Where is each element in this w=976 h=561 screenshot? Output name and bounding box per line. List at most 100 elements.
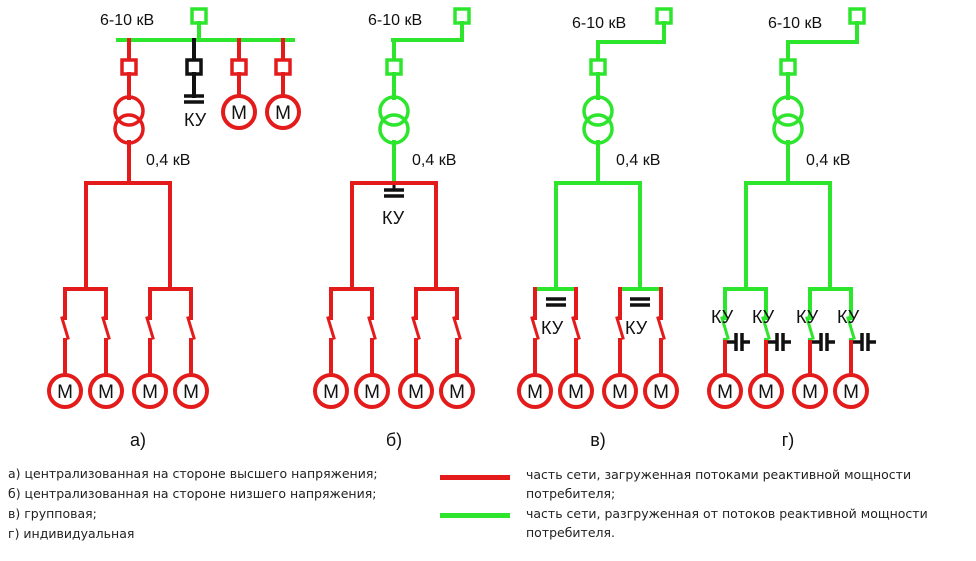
- hv-label: 6-10 кВ: [572, 15, 626, 32]
- motor-label: М: [758, 382, 774, 403]
- motor-circle: [265, 94, 301, 130]
- ku-label: КУ: [541, 318, 564, 338]
- motor-circle: [88, 373, 124, 409]
- motor-label: М: [323, 382, 339, 403]
- motor-label: М: [612, 382, 628, 403]
- ku-label: КУ: [184, 110, 207, 130]
- motor: М: [439, 373, 475, 409]
- legend-item-a: а) централизованная на стороне высшего н…: [8, 466, 378, 481]
- transformer-winding-lv: [582, 113, 614, 145]
- ku-breaker: [185, 58, 203, 76]
- transformer-breaker: [385, 58, 403, 76]
- motor: М: [132, 373, 168, 409]
- transformer: [772, 95, 804, 145]
- motor-label: М: [449, 382, 465, 403]
- transformer-winding-hv: [378, 95, 410, 127]
- transformer-winding-lv: [113, 113, 145, 145]
- motor: М: [265, 94, 301, 130]
- motor: М: [398, 373, 434, 409]
- motor-label: М: [57, 382, 73, 403]
- ku-label: КУ: [625, 318, 648, 338]
- motor-label: М: [653, 382, 669, 403]
- lv-label: 0,4 кВ: [412, 152, 456, 169]
- ku-label: КУ: [382, 208, 405, 228]
- motor: М: [792, 373, 828, 409]
- motor-circle: [354, 373, 390, 409]
- motor: М: [833, 373, 869, 409]
- motor: М: [173, 373, 209, 409]
- hv-motor-breaker: [230, 58, 248, 76]
- capacitor-bank: [812, 333, 835, 351]
- legend-item-b: б) централизованная на стороне низшего н…: [8, 486, 377, 501]
- capacitor-bank: [853, 333, 876, 351]
- motor-label: М: [98, 382, 114, 403]
- supply-breaker: [453, 7, 471, 25]
- ku-label: КУ: [711, 307, 734, 327]
- feeder-switch: [571, 316, 581, 340]
- ku-label: КУ: [837, 307, 860, 327]
- capacitor-bank: [384, 188, 404, 198]
- motor-circle: [602, 373, 638, 409]
- legend-item-d: г) индивидуальная: [8, 526, 135, 541]
- motor: М: [558, 373, 594, 409]
- motor: М: [602, 373, 638, 409]
- capacitor-bank: [546, 297, 566, 307]
- transformer-breaker: [120, 58, 138, 76]
- supply-breaker: [655, 7, 673, 25]
- legend-item-c: в) групповая;: [8, 506, 97, 521]
- transformer-winding-hv: [772, 95, 804, 127]
- motor-label: М: [843, 382, 859, 403]
- legend-green-text-1: часть сети, разгруженная от потоков реак…: [526, 506, 928, 521]
- hv-label: 6-10 кВ: [768, 15, 822, 32]
- motor: М: [748, 373, 784, 409]
- feeder-switch: [805, 316, 815, 340]
- legend-red-text-1: часть сети, загруженная потоками реактив…: [526, 467, 912, 482]
- feeder-switch: [530, 316, 540, 340]
- feeder-switch: [411, 316, 421, 340]
- motor-label: М: [142, 382, 158, 403]
- motor-circle: [439, 373, 475, 409]
- feeder-switch: [720, 316, 730, 340]
- transformer: [582, 95, 614, 145]
- motor-circle: [748, 373, 784, 409]
- capacitor-bank: [184, 94, 204, 104]
- hv-label: 6-10 кВ: [368, 12, 422, 29]
- feeder-switch: [326, 316, 336, 340]
- motor-label: М: [275, 103, 291, 124]
- motor-circle: [132, 373, 168, 409]
- feeder-switch: [367, 316, 377, 340]
- motor: М: [47, 373, 83, 409]
- capacitor-bank: [768, 333, 791, 351]
- lv-label: 0,4 кВ: [616, 152, 660, 169]
- ku-label: КУ: [796, 307, 819, 327]
- feeder-switch: [656, 316, 666, 340]
- hv-motor-breaker: [274, 58, 292, 76]
- motor: М: [88, 373, 124, 409]
- capacitor-bank: [630, 297, 650, 307]
- supply-breaker: [190, 7, 208, 25]
- motor: М: [313, 373, 349, 409]
- legend-green-line: [440, 513, 510, 518]
- motor-circle: [833, 373, 869, 409]
- feeder-switch: [60, 316, 70, 340]
- panel-caption: в): [590, 430, 606, 450]
- legend-red-line: [440, 475, 510, 480]
- motor-circle: [558, 373, 594, 409]
- motor-circle: [313, 373, 349, 409]
- transformer-breaker: [779, 58, 797, 76]
- motor: М: [354, 373, 390, 409]
- motor-label: М: [183, 382, 199, 403]
- transformer: [113, 95, 145, 145]
- transformer-winding-lv: [772, 113, 804, 145]
- panel-caption: а): [130, 430, 146, 450]
- motor: М: [221, 94, 257, 130]
- motor-circle: [221, 94, 257, 130]
- motor-label: М: [231, 103, 247, 124]
- feeder-switch: [452, 316, 462, 340]
- motor-circle: [707, 373, 743, 409]
- motor-label: М: [568, 382, 584, 403]
- motor: М: [643, 373, 679, 409]
- motor-label: М: [527, 382, 543, 403]
